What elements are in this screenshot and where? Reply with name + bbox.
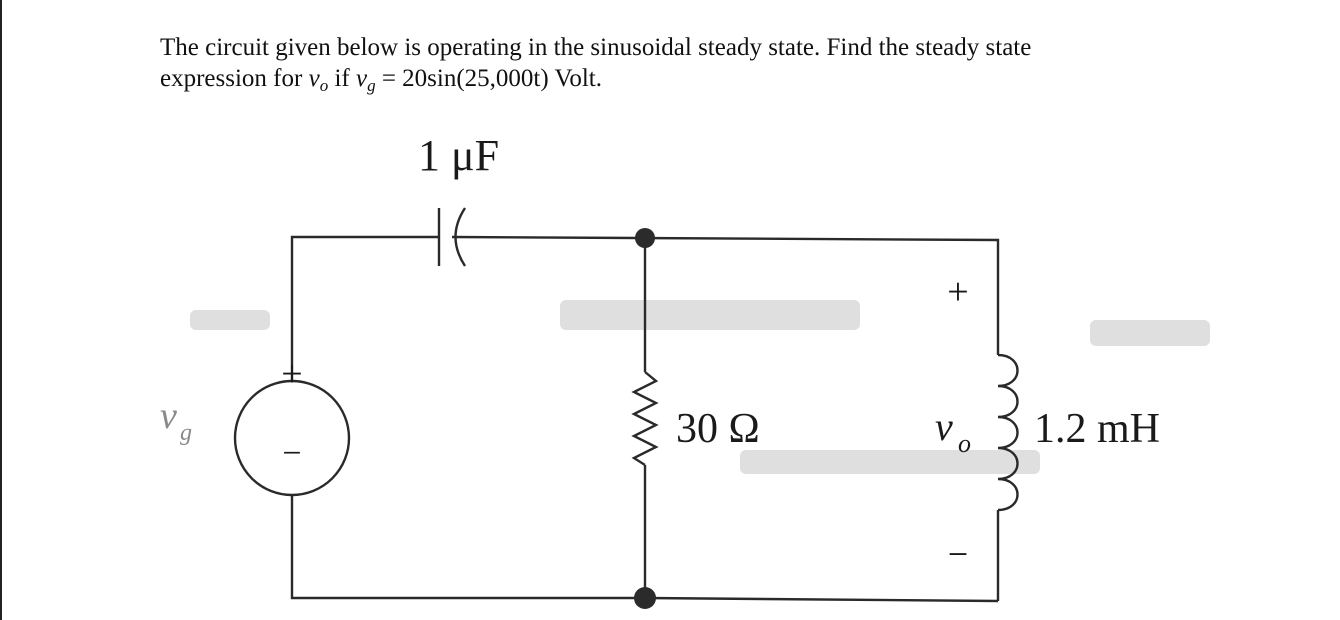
- source-label: v g: [160, 395, 192, 446]
- inductor-label: 1.2 mH: [1034, 406, 1160, 452]
- wire-top: [451, 235, 1000, 355]
- problem-text-segment: = 20sin(25,000t) Volt.: [375, 65, 602, 92]
- capacitor-label: 1 μF: [418, 131, 499, 180]
- svg-text:g: g: [180, 420, 192, 446]
- problem-text-segment: expression for: [160, 65, 309, 92]
- problem-text-segment: if: [328, 65, 356, 92]
- resistor-symbol: [631, 371, 659, 467]
- inductor-symbol: [997, 353, 1019, 512]
- page-border: [0, 0, 2, 620]
- problem-line-1: The circuit given below is operating in …: [160, 34, 1032, 61]
- source-plus-sign: +: [281, 353, 302, 395]
- vo-symbol: vo: [308, 65, 329, 95]
- output-minus-sign: −: [948, 534, 968, 574]
- scan-artifacts: [190, 300, 1210, 474]
- problem-line-2: expression for vo if vg = 20sin(25,000t)…: [160, 63, 1160, 94]
- voltage-source: [233, 379, 351, 497]
- svg-text:v: v: [160, 395, 177, 437]
- output-voltage-label: v o: [935, 404, 971, 458]
- svg-text:o: o: [958, 429, 971, 458]
- node-bottom: [634, 587, 656, 609]
- problem-statement: The circuit given below is operating in …: [160, 32, 1160, 94]
- wire-source-to-capacitor: [290, 235, 439, 382]
- output-plus-sign: +: [947, 271, 968, 313]
- wire-bottom: [290, 494, 999, 603]
- source-minus-sign: −: [282, 435, 301, 472]
- vg-symbol: vg: [355, 65, 376, 95]
- svg-text:v: v: [935, 404, 953, 449]
- resistor-label: 30 Ω: [676, 406, 760, 452]
